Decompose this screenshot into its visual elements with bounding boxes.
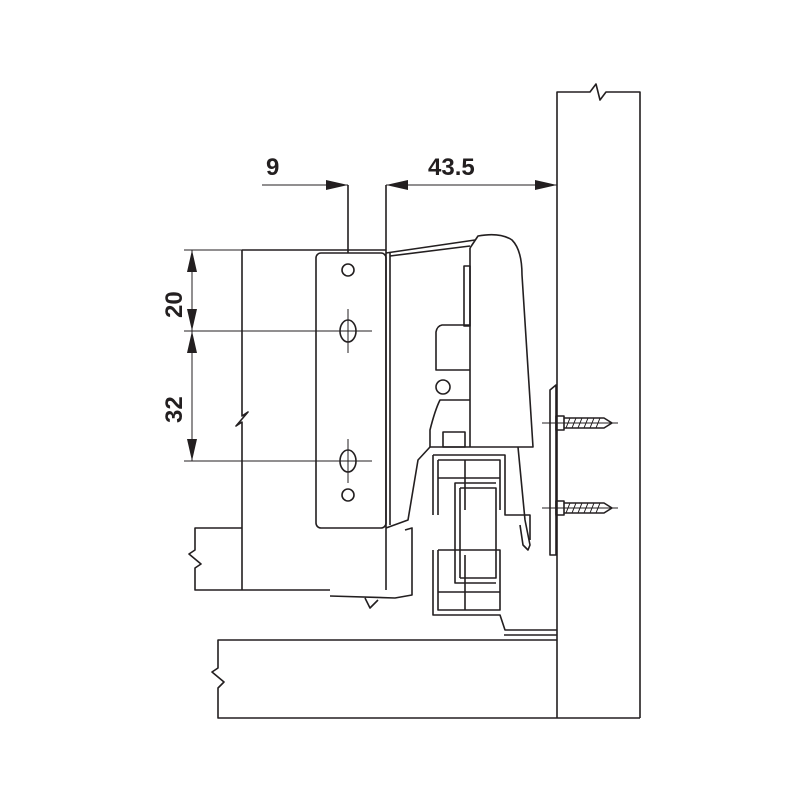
drawer-bottom-panel xyxy=(188,527,330,591)
wall-mounting-plate xyxy=(549,384,557,556)
runner-housing xyxy=(429,233,534,448)
dimension-label-32: 32 xyxy=(161,396,188,423)
screw-icon xyxy=(542,415,618,431)
hole-icon xyxy=(341,488,355,502)
dimension-label-9: 9 xyxy=(266,154,279,181)
drawer-side-panel xyxy=(235,250,249,590)
vertical-dimension xyxy=(184,249,348,462)
bracket-top-tab xyxy=(347,185,387,253)
front-fixing-bracket xyxy=(315,252,387,529)
horizontal-dimension xyxy=(262,180,557,190)
runner-rail-profile xyxy=(433,454,531,540)
dimension-label-43-5: 43.5 xyxy=(428,154,475,181)
hole-icon xyxy=(341,263,355,277)
cabinet-bottom-panel xyxy=(211,639,640,719)
runner-top-lip xyxy=(385,239,476,257)
cabinet-side-wall xyxy=(556,83,641,718)
screw-icon xyxy=(542,500,618,516)
dimension-label-20: 20 xyxy=(161,291,188,318)
